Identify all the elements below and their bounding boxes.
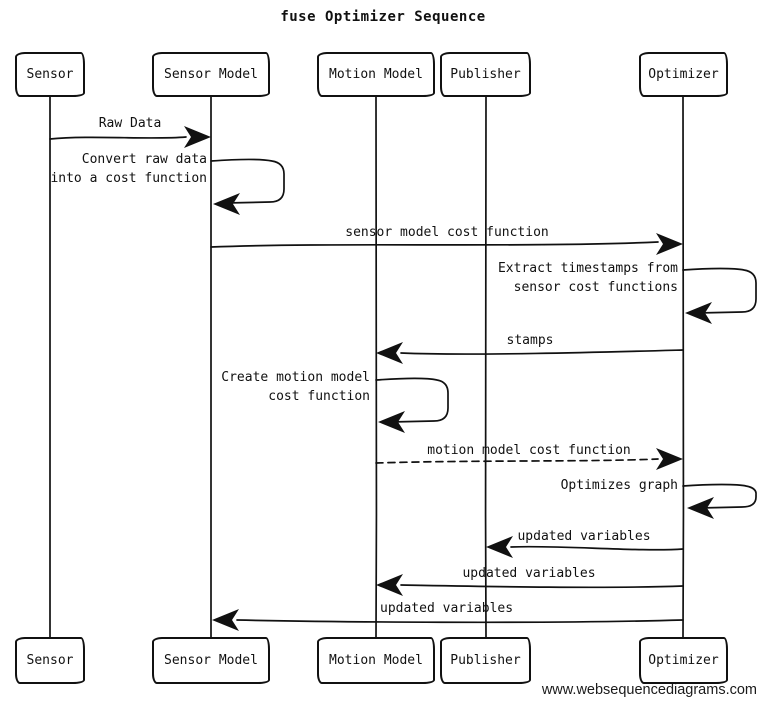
actor-label: Publisher: [450, 67, 521, 82]
lifeline-publisher: [484, 96, 488, 638]
arrowhead-convert-raw-data: [213, 193, 240, 215]
arrow-sensor-model-cost-function: [210, 241, 659, 248]
message-label-optimizes-graph: Optimizes graph: [560, 478, 678, 493]
selfloop-optimizes-graph: [682, 483, 757, 509]
diagram-title: fuse Optimizer Sequence: [280, 9, 486, 25]
arrowhead-stamps: [376, 342, 403, 364]
actor-box-bottom-motion-model: Motion Model: [317, 637, 435, 684]
message-label-updated-variables-publisher: updated variables: [517, 529, 651, 544]
selfloop-extract-timestamps: [682, 267, 757, 314]
arrow-raw-data: [49, 136, 187, 140]
lifeline-sensor-model: [209, 96, 213, 638]
lifeline-motion-model: [374, 96, 378, 638]
actor-box-top-motion-model: Motion Model: [317, 52, 435, 97]
arrow-updated-variables-publisher: [510, 545, 684, 551]
actor-label: Optimizer: [648, 67, 719, 82]
selfloop-convert-raw-data: [210, 158, 285, 204]
arrow-motion-model-cost-function: [375, 458, 659, 464]
arrowhead-create-motion-model: [378, 411, 405, 433]
arrowhead-motion-model-cost-function: [656, 448, 683, 470]
actor-box-bottom-sensor: Sensor: [15, 637, 85, 684]
message-label-updated-variables-motion-model: updated variables: [462, 566, 596, 581]
message-label-extract-timestamps: Extract timestamps from sensor cost func…: [430, 259, 678, 297]
arrowhead-optimizes-graph: [687, 497, 714, 519]
actor-box-bottom-optimizer: Optimizer: [639, 637, 728, 684]
arrowhead-raw-data: [184, 126, 211, 148]
actor-box-top-optimizer: Optimizer: [639, 52, 728, 97]
arrow-updated-variables-sensor-model: [236, 619, 684, 624]
actor-label: Sensor Model: [164, 67, 258, 82]
arrow-updated-variables-motion-model: [400, 584, 684, 589]
actor-label: Publisher: [450, 653, 521, 668]
actor-label: Sensor Model: [164, 653, 258, 668]
message-label-line: Extract timestamps from: [497, 261, 678, 276]
arrowhead-extract-timestamps: [685, 302, 712, 324]
message-label-create-motion-model: Create motion model cost function: [170, 368, 370, 406]
message-label-line: sensor cost functions: [513, 280, 678, 295]
actor-box-bottom-sensor-model: Sensor Model: [152, 637, 270, 684]
message-label-convert-raw-data: Convert raw data into a cost function: [30, 150, 207, 188]
actor-label: Sensor: [26, 653, 74, 668]
message-label-line: cost function: [268, 389, 370, 404]
lifeline-sensor: [48, 96, 52, 638]
arrowhead-updated-variables-publisher: [486, 536, 513, 558]
arrowhead-updated-variables-motion-model: [376, 574, 403, 596]
actor-box-top-sensor: Sensor: [15, 52, 85, 97]
lifeline-optimizer: [681, 96, 685, 638]
message-label-line: Create motion model: [221, 370, 370, 385]
arrowhead-updated-variables-sensor-model: [212, 609, 239, 631]
actor-box-top-sensor-model: Sensor Model: [152, 52, 270, 97]
actor-label: Sensor: [26, 67, 74, 82]
arrowhead-sensor-model-cost-function: [656, 233, 683, 255]
actor-label: Motion Model: [329, 653, 423, 668]
selfloop-create-motion-model: [375, 377, 449, 423]
message-label-updated-variables-sensor-model: updated variables: [380, 601, 514, 616]
actor-label: Optimizer: [648, 653, 719, 668]
actor-box-bottom-publisher: Publisher: [440, 637, 531, 684]
message-label-sensor-model-cost-function: sensor model cost function: [345, 225, 549, 240]
actor-label: Motion Model: [329, 67, 423, 82]
arrow-stamps: [400, 349, 684, 355]
actor-box-top-publisher: Publisher: [440, 52, 531, 97]
watermark-link: www.websequencediagrams.com: [541, 682, 757, 698]
message-label-line: Convert raw data: [81, 152, 207, 167]
message-label-stamps: stamps: [506, 333, 554, 348]
message-label-raw-data: Raw Data: [98, 116, 162, 131]
message-label-motion-model-cost-function: motion model cost function: [427, 443, 631, 458]
message-label-line: into a cost function: [50, 171, 207, 186]
